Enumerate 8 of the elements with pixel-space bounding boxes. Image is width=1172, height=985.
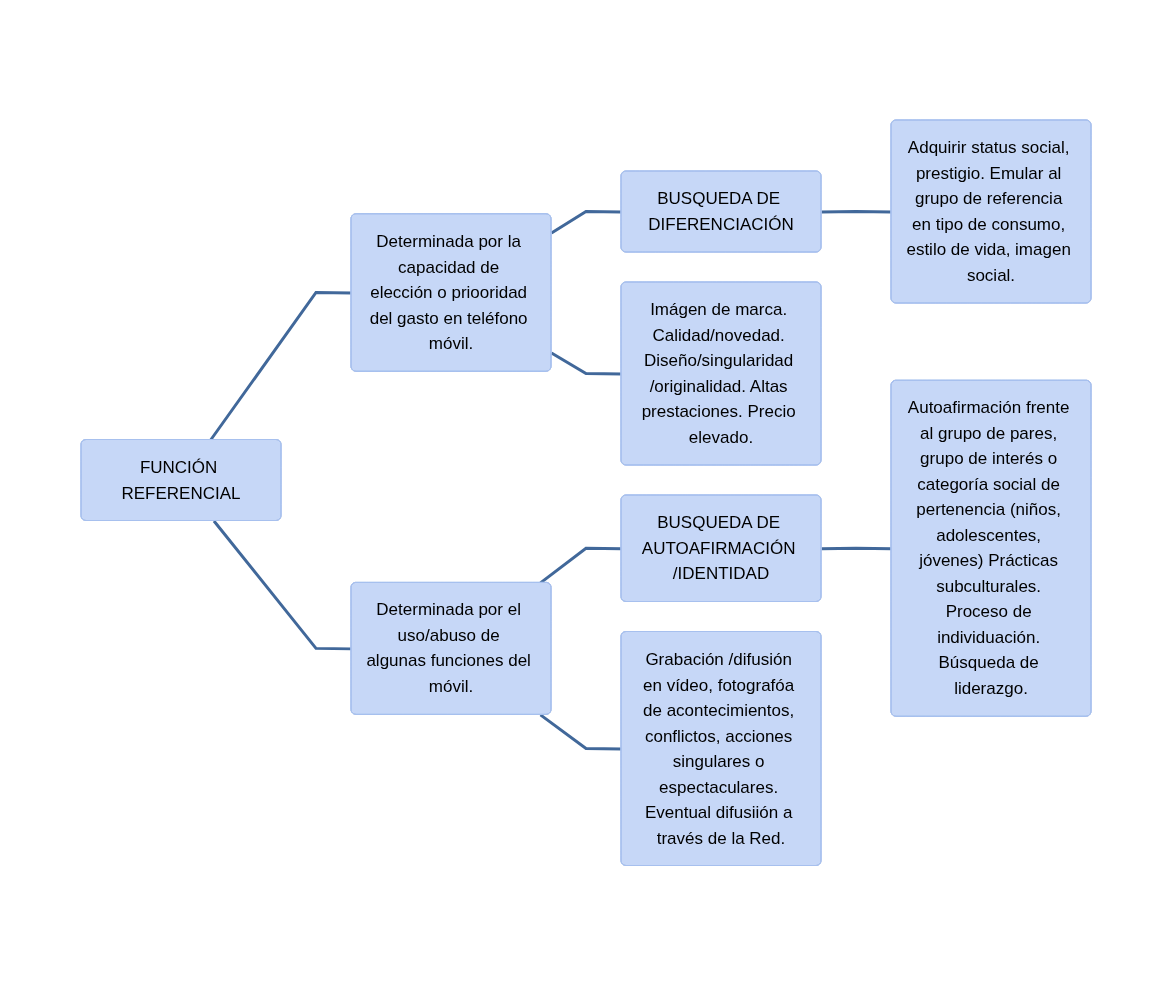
connector (550, 209, 622, 235)
connector (821, 546, 892, 550)
connector (821, 209, 892, 214)
connector (209, 290, 352, 441)
connector (539, 713, 622, 751)
connector (550, 351, 622, 376)
connector (539, 546, 622, 584)
connector (212, 519, 352, 651)
